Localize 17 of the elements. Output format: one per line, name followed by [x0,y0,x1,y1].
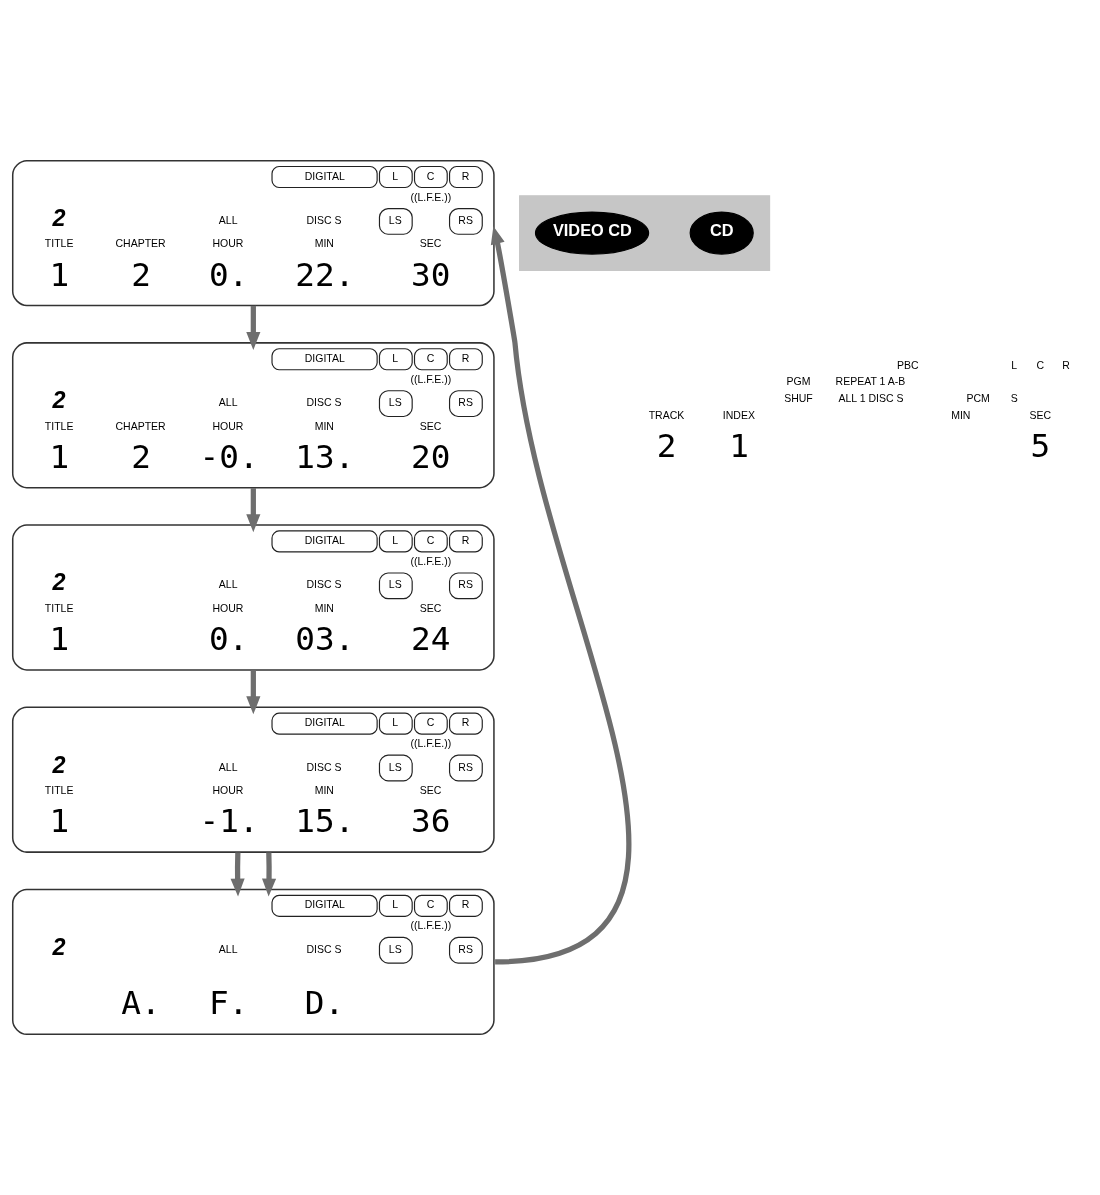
label: PGM [786,375,811,388]
label: 1 [729,427,749,466]
label: 2 [656,427,677,466]
label: INDEX [722,409,755,422]
label: PBC [896,358,919,371]
label: SEC [1029,409,1052,422]
label: ALL 1 DISC S [838,391,904,404]
label: SHUF [784,391,813,404]
label: MIN [951,409,971,422]
label: R [1062,358,1070,371]
label: C [1036,358,1045,371]
label: S [1010,391,1018,404]
label: REPEAT 1 A-B [835,375,906,388]
label: 5 [1030,427,1051,466]
label: PCM [966,391,990,404]
label: TRACK [648,409,685,422]
label: L [1011,358,1018,371]
